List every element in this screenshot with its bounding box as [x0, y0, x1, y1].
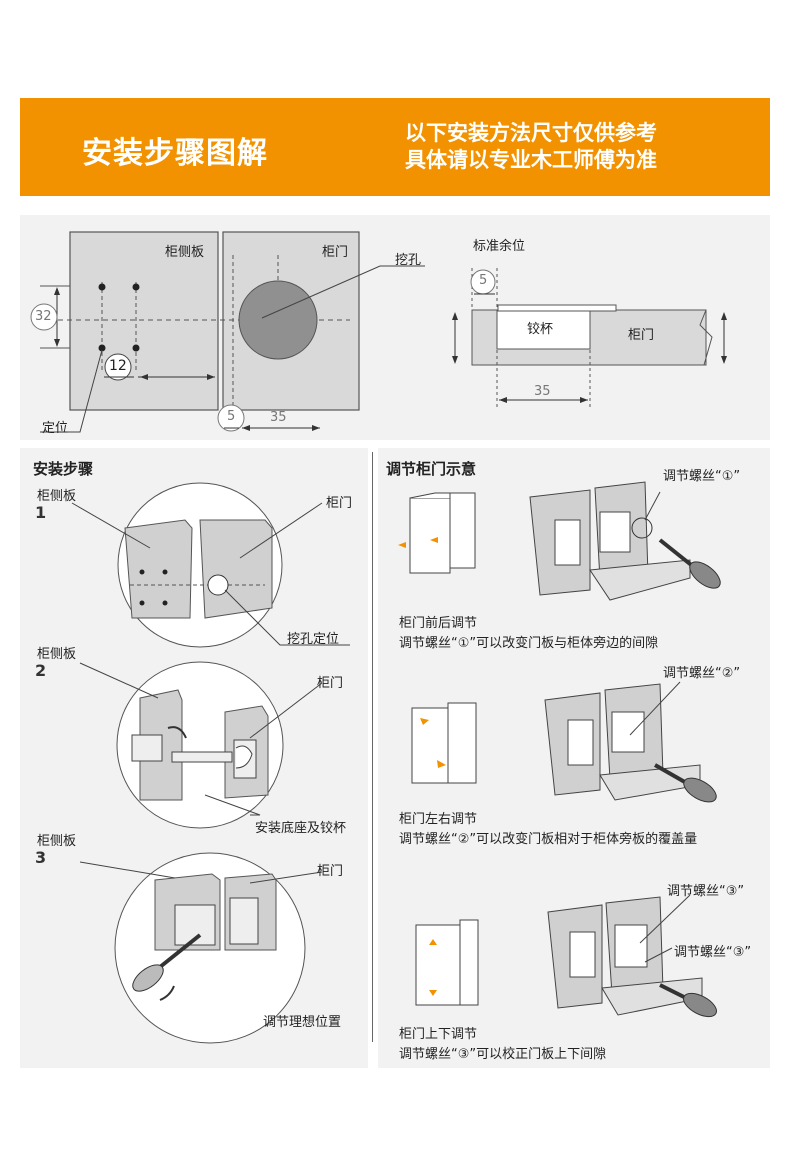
step1-door-label: 柜门 [326, 496, 353, 511]
top-diagram [30, 231, 727, 433]
box-front-back [398, 492, 476, 574]
step2-number: 2 [35, 661, 47, 680]
banner-note-line2: 具体请以专业木工师傅为准 [405, 148, 657, 172]
section-dim-5: 5 [479, 273, 488, 288]
position-label: 定位 [42, 421, 69, 436]
adjust-heading: 调节柜门示意 [386, 460, 477, 478]
panel-divider [372, 452, 373, 1042]
title-banner: 安装步骤图解 以下安装方法尺寸仅供参考 具体请以专业木工师傅为准 [20, 98, 770, 196]
standard-margin-label: 标准余位 [473, 239, 526, 254]
step3-caption: 调节理想位置 [263, 1015, 342, 1030]
step1-number: 1 [35, 503, 47, 522]
banner-note: 以下安装方法尺寸仅供参考 具体请以专业木工师傅为准 [405, 120, 657, 174]
door-label: 柜门 [322, 245, 349, 260]
section-cup [496, 310, 591, 350]
adjust2-desc: 调节螺丝“②”可以改变门板相对于柜体旁板的覆盖量 [399, 832, 698, 847]
step1-side-label: 柜侧板 [37, 489, 77, 504]
hole-dot [132, 344, 140, 352]
step2-side-label: 柜侧板 [37, 647, 77, 662]
adjust3-desc: 调节螺丝“③”可以校正门板上下间隙 [399, 1047, 607, 1062]
cabinet-side-label: 柜侧板 [165, 245, 205, 260]
step3-number: 3 [35, 848, 47, 867]
step2-door-label: 柜门 [317, 676, 344, 691]
adjust3-title: 柜门上下调节 [399, 1027, 478, 1042]
step2-caption: 安装底座及铰杯 [255, 821, 347, 836]
adjust1-screw-label: 调节螺丝“①” [663, 469, 741, 484]
step1-caption: 挖孔定位 [287, 632, 340, 647]
adjust3-screw-label-2: 调节螺丝“③” [674, 945, 752, 960]
hole-label: 挖孔 [395, 253, 422, 268]
step3-side-label: 柜侧板 [37, 834, 77, 849]
adjust1-desc: 调节螺丝“①”可以改变门板与柜体旁边的间隙 [399, 636, 659, 651]
hole-dot [132, 283, 140, 291]
adjust1-title: 柜门前后调节 [399, 616, 478, 631]
step3-door-label: 柜门 [317, 864, 344, 879]
adjust2-title: 柜门左右调节 [399, 812, 478, 827]
install-heading: 安装步骤 [33, 460, 94, 478]
adjust3-screw-label-1: 调节螺丝“③” [667, 884, 745, 899]
banner-note-line1: 以下安装方法尺寸仅供参考 [405, 121, 657, 145]
dim-35: 35 [270, 410, 287, 425]
dim-32: 32 [35, 309, 52, 324]
hole-dot [98, 344, 106, 352]
dim-5: 5 [227, 409, 236, 424]
section-dim-35: 35 [534, 384, 551, 399]
box-up-down [415, 919, 479, 1006]
banner-title: 安装步骤图解 [82, 136, 268, 171]
adjust2-screw-label: 调节螺丝“②” [663, 666, 741, 681]
section-door-label: 柜门 [628, 328, 655, 343]
dim-12: 12 [109, 358, 127, 374]
cup-label: 铰杯 [527, 322, 554, 337]
cup-hole [238, 280, 318, 360]
box-left-right [411, 702, 477, 784]
hole-dot [98, 283, 106, 291]
cabinet-side-panel [69, 231, 219, 411]
